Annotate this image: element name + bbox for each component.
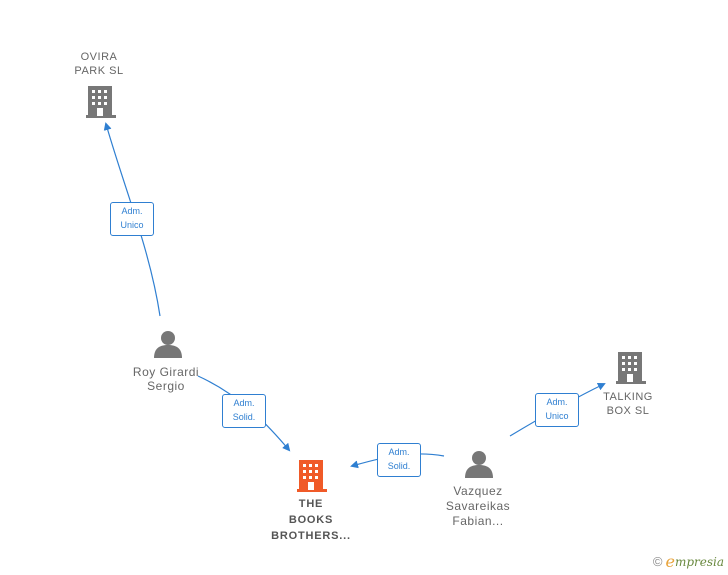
brand-name: mpresia xyxy=(674,554,724,569)
node-label-line: Vazquez xyxy=(453,484,503,498)
edge-label-line: Adm. xyxy=(546,397,568,407)
node-label-line: BOOKS xyxy=(288,514,334,526)
node-label-line: Savareikas xyxy=(445,499,511,513)
brand-initial: e xyxy=(665,552,675,571)
node-label-books[interactable]: THE BOOKS BROTHERS... xyxy=(256,496,366,544)
node-label-line: PARK SL xyxy=(74,65,124,77)
node-label-line: Fabian... xyxy=(452,514,504,528)
edge-label-line: Adm. xyxy=(233,398,255,408)
node-label-line: BOX SL xyxy=(606,405,650,417)
person-icon xyxy=(465,451,493,478)
node-label-line: Roy Girardi xyxy=(132,365,200,379)
edge-label-line: Unico xyxy=(120,220,144,230)
node-label-ovira[interactable]: OVIRA PARK SL xyxy=(56,50,142,78)
person-icon xyxy=(154,331,182,358)
main-building-icon xyxy=(297,460,327,492)
node-label-line: OVIRA xyxy=(80,51,118,63)
edge-label-line: Solid. xyxy=(232,412,256,422)
copyright-icon: © xyxy=(652,554,663,569)
node-label-line: BROTHERS... xyxy=(271,530,351,542)
node-label-line: THE xyxy=(298,498,324,510)
building-icon xyxy=(86,86,116,118)
edge-label-vazquez-talking: Adm. Unico xyxy=(535,393,579,427)
edge-label-vazquez-books: Adm. Solid. xyxy=(377,443,421,477)
edge-label-line: Adm. xyxy=(388,447,410,457)
edge-label-line: Solid. xyxy=(387,461,411,471)
node-label-line: TALKING xyxy=(603,391,653,403)
building-icon xyxy=(616,352,646,384)
node-label-line: Sergio xyxy=(147,379,185,393)
edge-label-line: Unico xyxy=(545,411,569,421)
edge-label-roy-books: Adm. Solid. xyxy=(222,394,266,428)
edge-label-line: Adm. xyxy=(121,206,143,216)
node-label-talking[interactable]: TALKING BOX SL xyxy=(592,390,664,418)
edge-label-roy-ovira: Adm. Unico xyxy=(110,202,154,236)
node-label-roy[interactable]: Roy Girardi Sergio xyxy=(120,365,212,393)
node-label-vazquez[interactable]: Vazquez Savareikas Fabian... xyxy=(430,484,526,529)
